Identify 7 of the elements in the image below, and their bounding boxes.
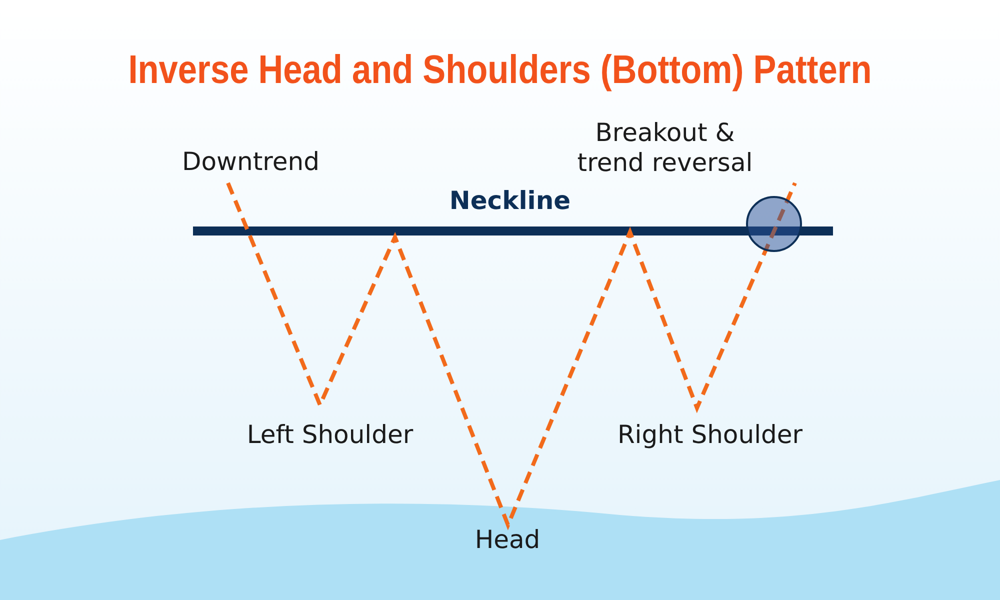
point-label: Downtrend xyxy=(182,147,320,177)
point-label: Right Shoulder xyxy=(616,420,804,450)
neckline-label: Neckline xyxy=(448,186,572,216)
point-label: Breakout & trend reversal xyxy=(576,118,754,178)
point-label: Head xyxy=(474,525,542,555)
point-label: Left Shoulder xyxy=(246,420,414,450)
title: Inverse Head and Shoulders (Bottom) Pattern xyxy=(127,48,873,93)
